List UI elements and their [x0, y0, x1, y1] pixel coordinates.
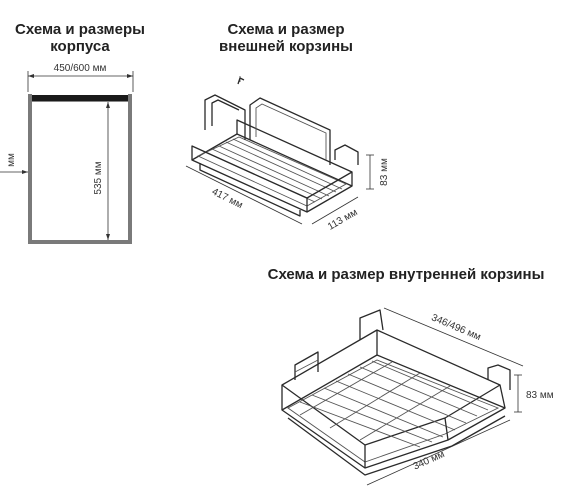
- outer-basket-title-line1: Схема и размер: [227, 21, 345, 38]
- inner-basket-handle-left-bar: [294, 359, 319, 373]
- outer-depth-label: 113 мм: [326, 207, 360, 233]
- cabinet-height-label: 535 мм: [93, 161, 104, 194]
- outer-basket-runner: [199, 163, 301, 217]
- inner-basket-title: Схема и размер внутренней корзины: [267, 266, 545, 283]
- cabinet-side-label: мм: [6, 153, 17, 167]
- inner-length-label: 340 мм: [412, 449, 447, 473]
- outer-basket-back-panel: [249, 97, 331, 165]
- cabinet-bottom: [28, 240, 132, 244]
- outer-basket-handle-right: [334, 144, 359, 165]
- cabinet-title: Схема и размеры корпуса: [0, 21, 166, 55]
- outer-basket-handle-left: [204, 94, 246, 140]
- cabinet-title-line2: корпуса: [50, 38, 110, 55]
- inner-basket-handle-left: [294, 351, 319, 380]
- cabinet-top-rail-shade: [32, 101, 128, 102]
- outer-basket-front-rail: [191, 145, 308, 212]
- cabinet-width-arrow-left: [28, 74, 34, 78]
- inner-basket-lower-frame: [287, 415, 506, 476]
- inner-basket-bottom-rim: [281, 354, 506, 469]
- inner-height-label: 83 мм: [526, 390, 554, 401]
- inner-basket-drawing: 346/496 мм 83 мм 340 мм: [281, 307, 554, 486]
- inner-width-dimline: [383, 307, 524, 367]
- outer-basket-back-rail: [236, 119, 353, 173]
- outer-height-label: 83 мм: [379, 158, 390, 186]
- inner-basket-handle-right: [487, 364, 511, 390]
- inner-basket-handle-back: [359, 309, 384, 340]
- cabinet-top-rail: [32, 95, 128, 101]
- cabinet-title-line1: Схема и размеры: [15, 21, 145, 38]
- cabinet-width-arrow-right: [127, 74, 133, 78]
- outer-depth-dimline: [311, 196, 359, 225]
- inner-basket-slats: [299, 360, 489, 448]
- outer-basket-hook: [237, 77, 245, 85]
- outer-basket-back-panel-inner: [255, 103, 327, 160]
- inner-basket-floor: [287, 359, 500, 463]
- outer-basket-inner-frame: [196, 136, 348, 207]
- cabinet-width-label: 450/600 мм: [54, 63, 107, 74]
- inner-basket-top-rim: [281, 329, 501, 446]
- outer-length-label: 417 мм: [210, 186, 245, 211]
- cabinet-height-arrow-bottom: [106, 234, 110, 240]
- outer-basket-title: Схема и размер внешней корзины: [196, 21, 376, 55]
- cabinet-diagram: 450/600 мм 535 мм мм: [0, 63, 134, 244]
- cabinet-side-arrow: [22, 170, 28, 174]
- outer-basket-handle-left-inner: [211, 99, 240, 126]
- cabinet-left-wall: [28, 94, 32, 244]
- outer-basket-drawing: 417 мм 113 мм 83 мм: [185, 76, 390, 233]
- outer-basket-bottom-frame: [191, 133, 353, 213]
- inner-length-dimline: [366, 419, 511, 486]
- inner-basket-posts: [281, 330, 506, 468]
- outer-length-dimline: [185, 165, 303, 225]
- cabinet-right-wall: [128, 94, 132, 244]
- outer-basket-title-line2: внешней корзины: [219, 38, 353, 55]
- cabinet-height-arrow-top: [106, 102, 110, 108]
